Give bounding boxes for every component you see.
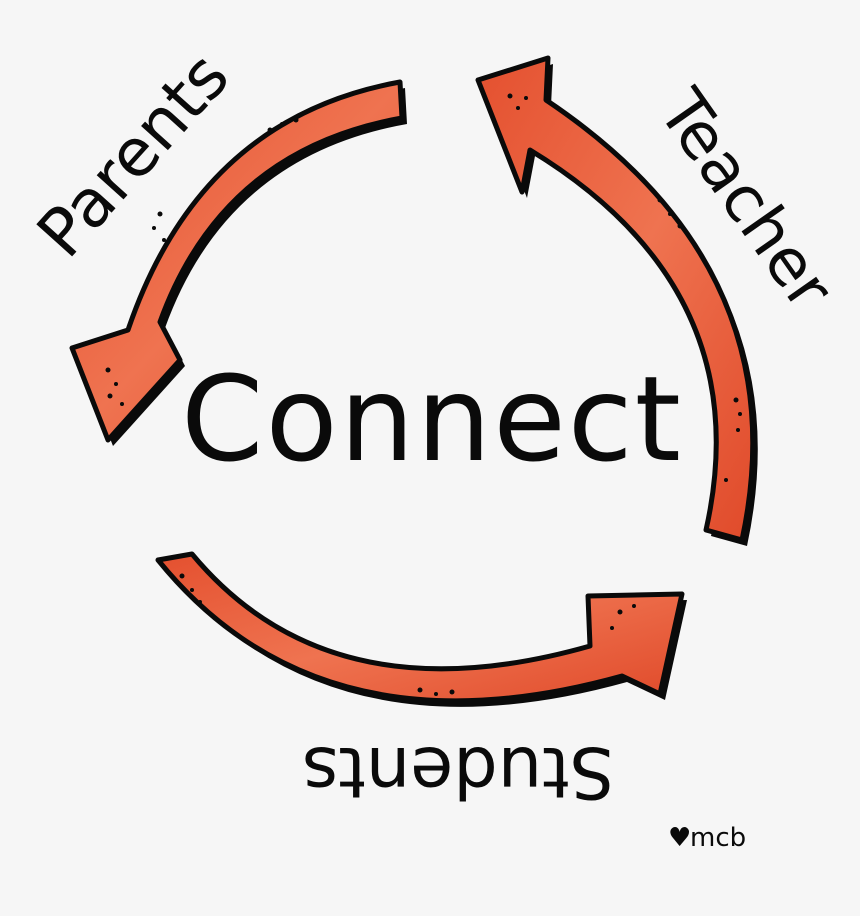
center-label: Connect [181,350,683,488]
arrow-students [158,554,687,707]
node-label-students: Students [302,731,614,813]
signature: ♥ mcb [668,823,746,853]
heart-icon: ♥ [668,823,691,853]
signature-text: mcb [690,823,746,853]
